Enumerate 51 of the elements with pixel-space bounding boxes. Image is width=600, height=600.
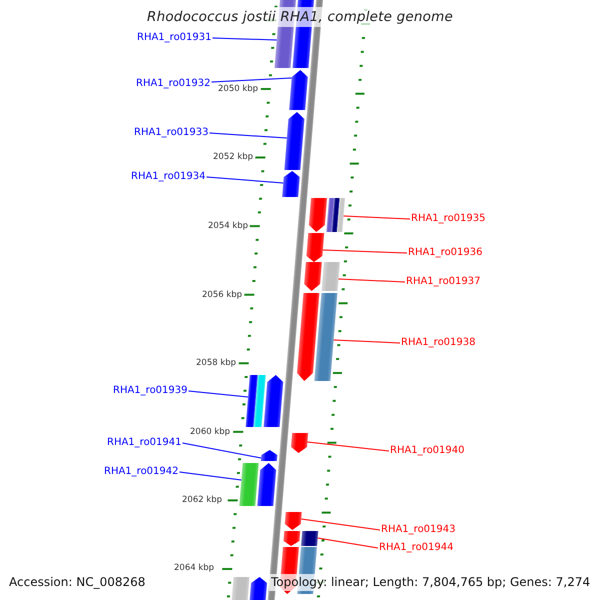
scale-label: 2064 kbp	[174, 564, 214, 572]
gene-label: RHA1_ro01942	[104, 466, 178, 478]
gene-label: RHA1_ro01934	[131, 171, 206, 183]
gene-label: RHA1_ro01938	[401, 337, 476, 349]
gene-label: RHA1_ro01939	[113, 385, 188, 397]
genome-summary-text: Topology: linear; Length: 7,804,765 bp; Genes: 7,274	[269, 574, 592, 590]
gene-feature	[306, 233, 324, 262]
gene-feature	[282, 171, 300, 197]
scale-label: 2056 kbp	[202, 290, 242, 300]
gene-label: RHA1_ro01944	[379, 542, 454, 554]
gene-feature	[296, 293, 338, 381]
leader-line	[306, 442, 390, 452]
leader-line	[212, 38, 278, 40]
scale-label: 2054 kbp	[208, 222, 248, 230]
leader-line	[338, 278, 406, 282]
scale-label: 2058 kbp	[196, 358, 236, 368]
gene-feature	[232, 577, 268, 600]
gene-feature	[283, 531, 318, 546]
gene-feature	[304, 262, 340, 291]
gene-label: RHA1_ro01937	[406, 276, 480, 288]
leader-line	[317, 538, 378, 548]
leader-line	[343, 216, 410, 220]
gene-feature	[284, 512, 302, 530]
gene-feature	[289, 70, 308, 110]
scale-label: 2060 kbp	[190, 428, 230, 436]
gene-feature	[246, 375, 284, 427]
leader-line	[322, 250, 408, 254]
gene-label: RHA1_ro01932	[136, 78, 210, 90]
gene-feature	[239, 463, 276, 506]
gene-feature	[308, 198, 346, 232]
gene-label: RHA1_ro01931	[137, 32, 212, 44]
gene-label: RHA1_ro01935	[411, 213, 486, 225]
leader-line	[206, 176, 284, 184]
scale-label: 2062 kbp	[182, 496, 222, 504]
scale-label: 2052 kbp	[213, 152, 254, 162]
leader-line	[300, 518, 380, 530]
gene-label: RHA1_ro01941	[107, 437, 182, 449]
accession-text: Accession: NC_008268	[7, 574, 148, 590]
gene-label: RHA1_ro01943	[381, 524, 456, 536]
leader-line	[188, 390, 249, 398]
gene-feature	[291, 433, 308, 453]
leader-line	[333, 340, 400, 344]
gene-label: RHA1_ro01933	[134, 127, 208, 139]
scale-label: 2050 kbp	[218, 85, 258, 94]
gene-label: RHA1_ro01936	[408, 247, 482, 259]
gene-label: RHA1_ro01940	[390, 445, 464, 457]
leader-line	[182, 442, 262, 458]
leader-line	[209, 132, 288, 138]
leader-line	[179, 472, 242, 480]
leader-line	[211, 78, 292, 82]
gene-feature	[260, 450, 278, 461]
